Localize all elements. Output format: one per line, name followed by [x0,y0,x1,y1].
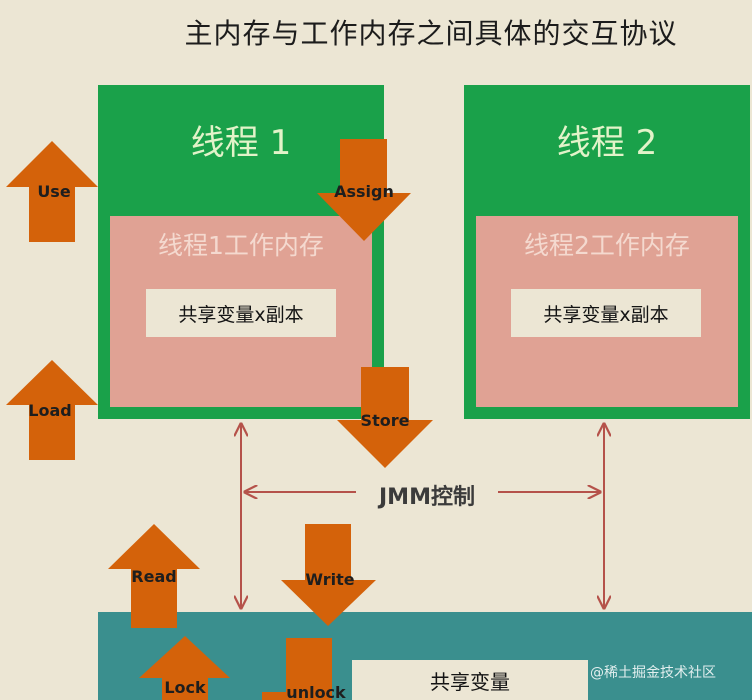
load-arrow: Load [6,360,98,460]
watermark-text: @稀土掘金技术社区 [590,665,716,681]
thread-2-work-memory-label: 线程2工作内存 [524,231,690,260]
thread-1-work-memory-label: 线程1工作内存 [158,231,324,260]
assign-label: Assign [334,182,394,201]
read-label: Read [131,567,176,586]
use-label: Use [37,182,71,201]
store-arrow: Store [337,367,433,468]
unlock-arrow: unlock [262,638,346,700]
read-arrow: Read [108,524,200,628]
write-arrow: Write [281,524,376,626]
jmm-control-label: JMM控制 [356,479,498,511]
assign-arrow: Assign [317,139,411,241]
thread-1-copy-box: 共享变量x副本 [146,289,336,337]
use-arrow: Use [6,141,98,242]
thread-1-work-memory: 线程1工作内存 共享变量x副本 [110,216,372,407]
thread-2-work-memory: 线程2工作内存 共享变量x副本 [476,216,738,407]
lock-arrow: Lock [139,636,230,700]
shared-variable-box: 共享变量 [352,660,588,700]
write-label: Write [305,570,354,589]
lock-label: Lock [164,678,206,697]
thread-1-title: 线程 1 [190,123,292,163]
thread-2-title: 线程 2 [556,123,658,163]
diagram-title: 主内存与工作内存之间具体的交互协议 [184,17,678,50]
thread-2-copy-box: 共享变量x副本 [511,289,701,337]
unlock-label: unlock [286,683,346,700]
store-label: Store [361,411,410,430]
load-label: Load [28,401,71,420]
